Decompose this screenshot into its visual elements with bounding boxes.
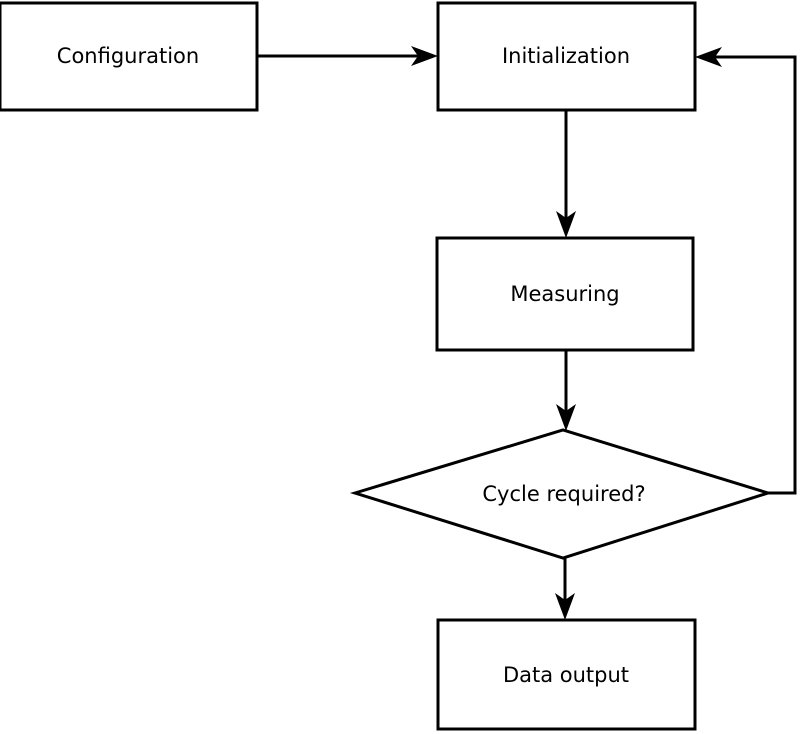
- arrow-head-into-cycle-required-top: [556, 404, 576, 431]
- edge-measuring-to-cycle-required: [556, 350, 576, 431]
- arrow-head-into-initialization-left: [411, 46, 438, 66]
- edge-cycle-required-to-initialization: [695, 47, 797, 495]
- node-initialization[interactable]: Initialization: [436, 1, 697, 112]
- node-configuration-label: Configuration: [57, 44, 199, 68]
- node-configuration[interactable]: Configuration: [0, 1, 259, 112]
- node-data-output-label: Data output: [503, 663, 629, 687]
- node-measuring[interactable]: Measuring: [435, 236, 695, 352]
- node-cycle-required[interactable]: Cycle required?: [349, 428, 774, 560]
- node-measuring-box[interactable]: [435, 236, 695, 352]
- edge-configuration-to-initialization: [257, 46, 438, 66]
- arrow-head-into-data-output-top: [555, 593, 575, 620]
- arrow-head-into-initialization-right: [695, 47, 722, 67]
- edge-line-feedback-loop: [712, 55, 797, 495]
- node-data-output-box[interactable]: [436, 618, 697, 731]
- edge-initialization-to-measuring: [556, 110, 576, 238]
- node-measuring-label: Measuring: [510, 282, 619, 306]
- node-data-output[interactable]: Data output: [436, 618, 697, 731]
- node-initialization-box[interactable]: [436, 1, 697, 112]
- node-configuration-box[interactable]: [0, 1, 259, 112]
- node-cycle-required-label: Cycle required?: [482, 482, 645, 506]
- edge-cycle-required-to-data-output: [555, 556, 575, 620]
- node-initialization-label: Initialization: [502, 44, 630, 68]
- node-cycle-required-diamond[interactable]: [349, 428, 774, 560]
- arrow-head-into-measuring-top: [556, 211, 576, 238]
